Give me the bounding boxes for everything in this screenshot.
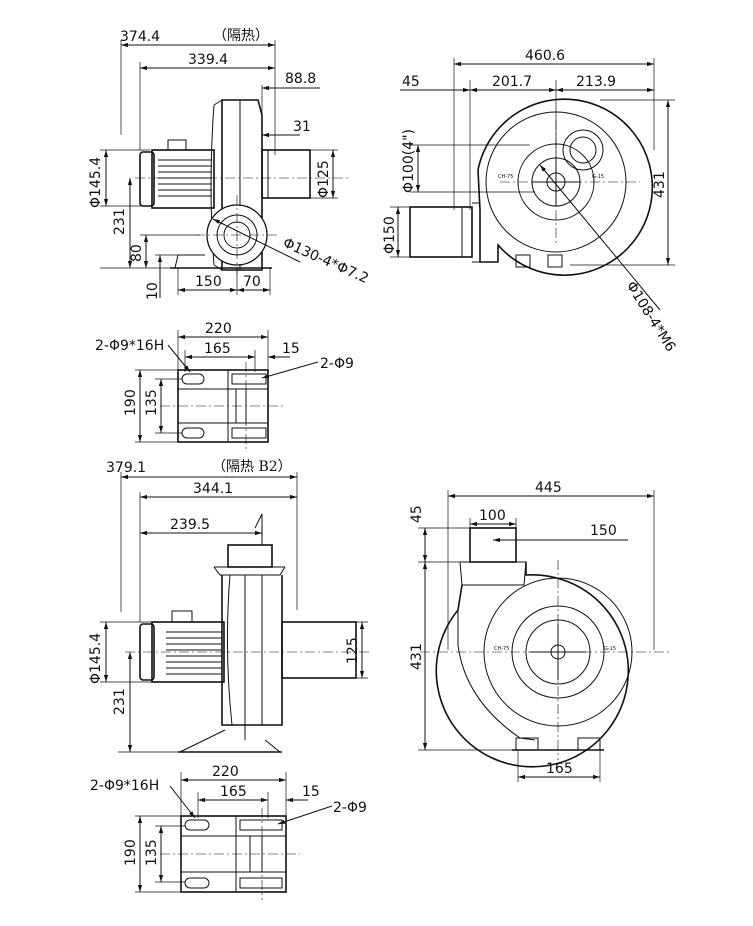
dim-height: 231	[112, 208, 128, 235]
dim-motor-dia: Φ145.4	[88, 157, 104, 208]
dim-base-off: 70	[243, 274, 261, 290]
dim-base-len: 150	[195, 274, 222, 290]
dim-offset: 239.5	[170, 517, 210, 533]
dim-inlet-flange: Φ130-4*Φ7.2	[280, 235, 371, 287]
dim-motor-dia: Φ145.4	[88, 633, 104, 684]
dim-holes-b: 2-Φ9	[333, 800, 367, 816]
dim-mid: 201.7	[492, 74, 532, 90]
label-a: CH-75	[494, 646, 509, 652]
front-view-bottom: 445 100 150 CH-75 G-15 45 431	[409, 480, 672, 782]
base-plate-bottom: 220 165 15 2-Φ9*16H 2-Φ9 190 135	[90, 764, 367, 900]
dim-outlet: Φ150	[382, 216, 398, 254]
label-b: G-15	[592, 174, 604, 180]
base-plate-top: 220 165 15 2-Φ9*16H 2-Φ9 190 135	[95, 321, 354, 450]
dim-height: 431	[652, 171, 668, 198]
dim-outlet-w: 100	[479, 508, 506, 524]
side-view-top: 374.4 （隔热） 339.4 88.8 31	[88, 28, 371, 300]
dim-flange: 31	[293, 119, 311, 135]
dim-total: 445	[535, 480, 562, 496]
dim-width: 339.4	[188, 52, 228, 68]
dim-hole-span: 165	[204, 341, 231, 357]
dim-total: 379.1	[106, 460, 146, 476]
label-b: G-15	[604, 646, 616, 652]
dim-inner: 135	[144, 839, 160, 866]
dim-base-height: 80	[129, 244, 145, 262]
dim-width: 344.1	[193, 481, 233, 497]
dim-right: 213.9	[576, 74, 616, 90]
dim-total: 374.4	[120, 29, 160, 45]
dim-len: 220	[212, 764, 239, 780]
dim-inner: 135	[144, 389, 160, 416]
dim-offset: 150	[590, 523, 617, 539]
dim-outlet-offset: 88.8	[285, 71, 316, 87]
dim-holes-b: 2-Φ9	[320, 356, 354, 372]
label-a: CH-75	[498, 174, 513, 180]
dim-hole-span: 165	[220, 784, 247, 800]
dim-width: 190	[123, 839, 139, 866]
dim-total: 460.6	[525, 48, 565, 64]
note: （隔热）	[213, 28, 269, 44]
dim-edge: 15	[282, 341, 300, 357]
dim-width: 190	[123, 389, 139, 416]
dim-height: 431	[409, 643, 425, 670]
dim-bolt: Φ108-4*M6	[623, 279, 679, 355]
front-view-top: 460.6 45 201.7 213.9 CH-75 G-15 431	[382, 48, 678, 355]
side-view-bottom: 379.1 （隔热 B2） 344.1 239.5	[88, 459, 370, 753]
dim-holes-a: 2-Φ9*16H	[90, 778, 159, 794]
dim-outlet: 125	[345, 637, 361, 664]
dim-base-thk: 10	[145, 282, 161, 300]
dim-base: 165	[546, 761, 573, 777]
dim-height: 231	[112, 688, 128, 715]
dim-inlet: Φ100(4")	[401, 129, 417, 193]
note: （隔热 B2）	[212, 459, 292, 475]
dim-top: 45	[409, 505, 425, 523]
dim-outlet-dia: Φ125	[316, 160, 332, 198]
dim-left: 45	[402, 74, 420, 90]
dim-edge: 15	[302, 784, 320, 800]
dim-holes-a: 2-Φ9*16H	[95, 338, 164, 354]
dim-len: 220	[205, 321, 232, 337]
